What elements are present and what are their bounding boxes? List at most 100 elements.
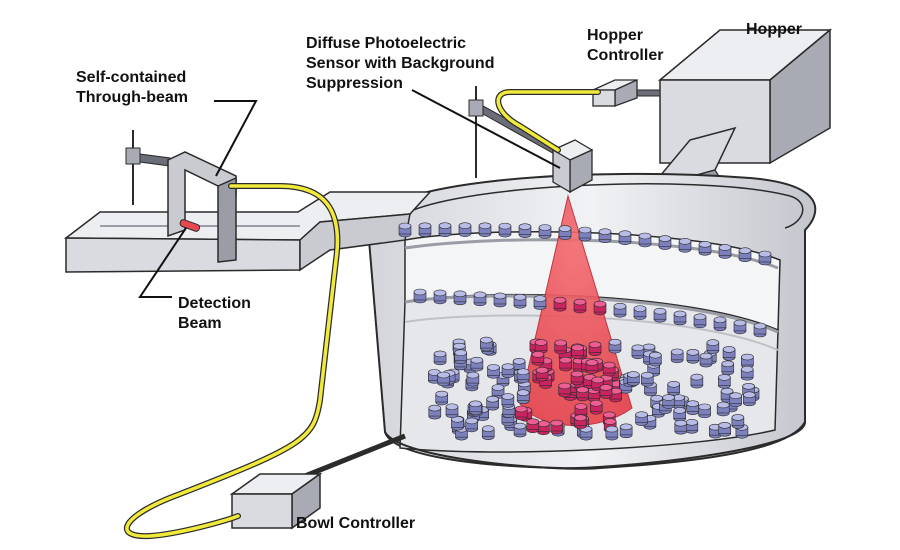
label-through-beam: Self-contained Through-beam: [76, 68, 188, 108]
part: [516, 368, 530, 384]
part: [731, 414, 745, 429]
parts-layer: [398, 222, 772, 441]
part: [537, 420, 550, 436]
part: [649, 351, 662, 367]
part: [501, 363, 515, 378]
part: [487, 364, 500, 379]
part: [662, 394, 675, 409]
part: [718, 244, 732, 259]
part: [438, 222, 452, 237]
part: [574, 414, 587, 430]
part: [516, 389, 530, 404]
hopper: [647, 28, 833, 194]
label-hopper-controller: Hopper Controller: [587, 26, 663, 66]
part: [605, 425, 619, 441]
part: [573, 298, 587, 314]
hopper-controller: [592, 78, 661, 107]
diffuse-sensor: [468, 86, 594, 194]
diffuse-sensor-leader: [411, 89, 561, 169]
part: [673, 310, 687, 326]
part: [743, 391, 756, 407]
part: [533, 295, 547, 310]
part: [554, 339, 568, 355]
part: [686, 348, 700, 364]
part: [698, 241, 712, 256]
part: [729, 392, 742, 408]
sensor-cables: [123, 89, 601, 540]
part: [553, 296, 567, 312]
part: [435, 390, 449, 406]
part: [473, 291, 487, 307]
part: [690, 373, 704, 389]
detection-beam-spot: [179, 219, 201, 232]
part: [481, 425, 495, 441]
label-hopper-controller-line1: Hopper: [587, 27, 643, 44]
part: [513, 293, 527, 309]
part: [758, 250, 772, 266]
part: [740, 365, 754, 381]
part: [513, 422, 527, 438]
part: [633, 305, 647, 320]
part: [585, 359, 599, 374]
part: [618, 230, 632, 246]
part: [465, 417, 478, 433]
part: [608, 338, 622, 354]
part: [686, 400, 700, 416]
part: [445, 403, 459, 419]
part: [451, 415, 464, 431]
part: [454, 349, 468, 365]
part: [713, 316, 727, 332]
part: [693, 313, 707, 329]
part: [593, 300, 607, 316]
label-through-beam-line1: Self-contained: [76, 69, 187, 86]
part: [470, 356, 484, 372]
part: [706, 339, 720, 354]
part: [640, 371, 654, 387]
part: [599, 384, 613, 399]
part: [458, 222, 472, 237]
part: [653, 307, 667, 323]
label-bowl-controller: Bowl Controller: [296, 515, 416, 532]
part: [478, 222, 492, 238]
bowl-drive-cable: [299, 433, 406, 481]
part: [718, 374, 731, 389]
bowl-controller: [229, 472, 323, 530]
part: [453, 290, 467, 306]
part: [538, 224, 552, 239]
part: [602, 361, 616, 377]
label-diffuse-sensor: Diffuse Photoelectric Sensor with Backgr…: [306, 34, 494, 94]
part: [480, 336, 493, 352]
part: [550, 419, 563, 435]
label-detection-beam-line2: Beam: [178, 315, 222, 332]
part: [518, 223, 532, 238]
part: [558, 225, 572, 240]
part: [613, 302, 627, 318]
detection-beam-leader: [138, 227, 187, 298]
part: [398, 222, 412, 238]
part: [559, 356, 572, 372]
label-hopper: Hopper: [746, 21, 802, 38]
part: [635, 411, 648, 426]
part: [699, 352, 713, 368]
part: [631, 344, 645, 360]
part: [576, 386, 589, 402]
part: [716, 401, 730, 417]
part: [493, 292, 507, 308]
part: [433, 289, 447, 305]
part: [678, 238, 692, 253]
part: [531, 351, 545, 366]
part: [437, 371, 450, 387]
part: [571, 344, 584, 360]
part: [501, 393, 515, 408]
part: [589, 399, 603, 415]
label-diffuse-sensor-line3: Suppression: [306, 75, 403, 92]
part: [738, 247, 752, 263]
part: [670, 348, 684, 364]
part: [673, 407, 687, 422]
leader-lines: [138, 89, 561, 298]
part: [638, 232, 652, 248]
label-diffuse-sensor-line1: Diffuse Photoelectric: [306, 35, 467, 52]
part: [428, 404, 442, 420]
part: [627, 371, 640, 386]
